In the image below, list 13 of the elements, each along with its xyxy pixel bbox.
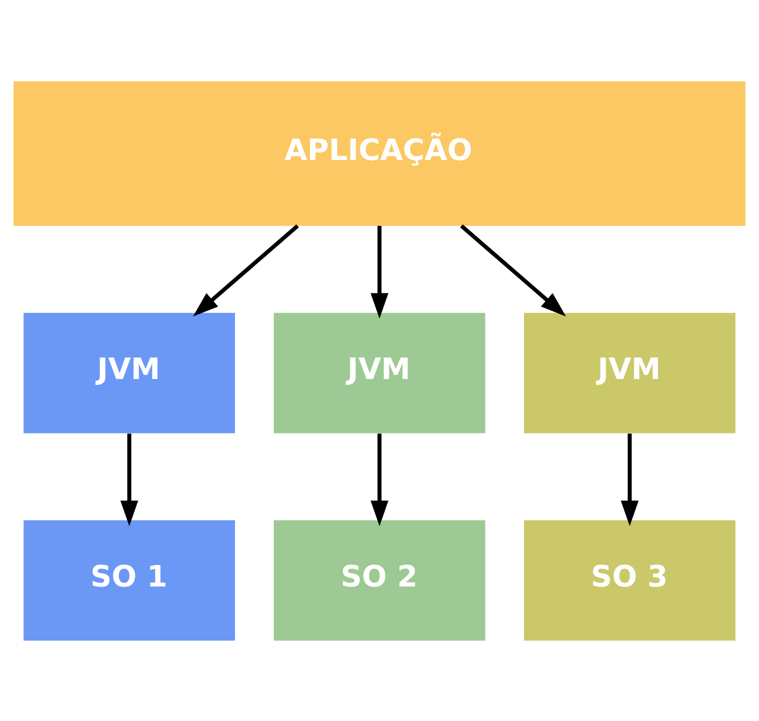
arrow xyxy=(193,224,299,316)
arrow xyxy=(120,433,138,526)
node-box: JVM xyxy=(274,312,486,433)
node-box: SO 1 xyxy=(24,520,235,640)
node-box: APLICAÇÃO xyxy=(14,80,746,226)
node-box: JVM xyxy=(24,312,235,433)
node-box: SO 3 xyxy=(524,520,736,640)
node-box: SO 2 xyxy=(274,520,486,640)
arrow xyxy=(370,433,388,526)
arrow xyxy=(620,433,639,526)
arrow xyxy=(460,224,566,316)
arrow xyxy=(370,225,388,318)
node-box: JVM xyxy=(524,312,736,433)
